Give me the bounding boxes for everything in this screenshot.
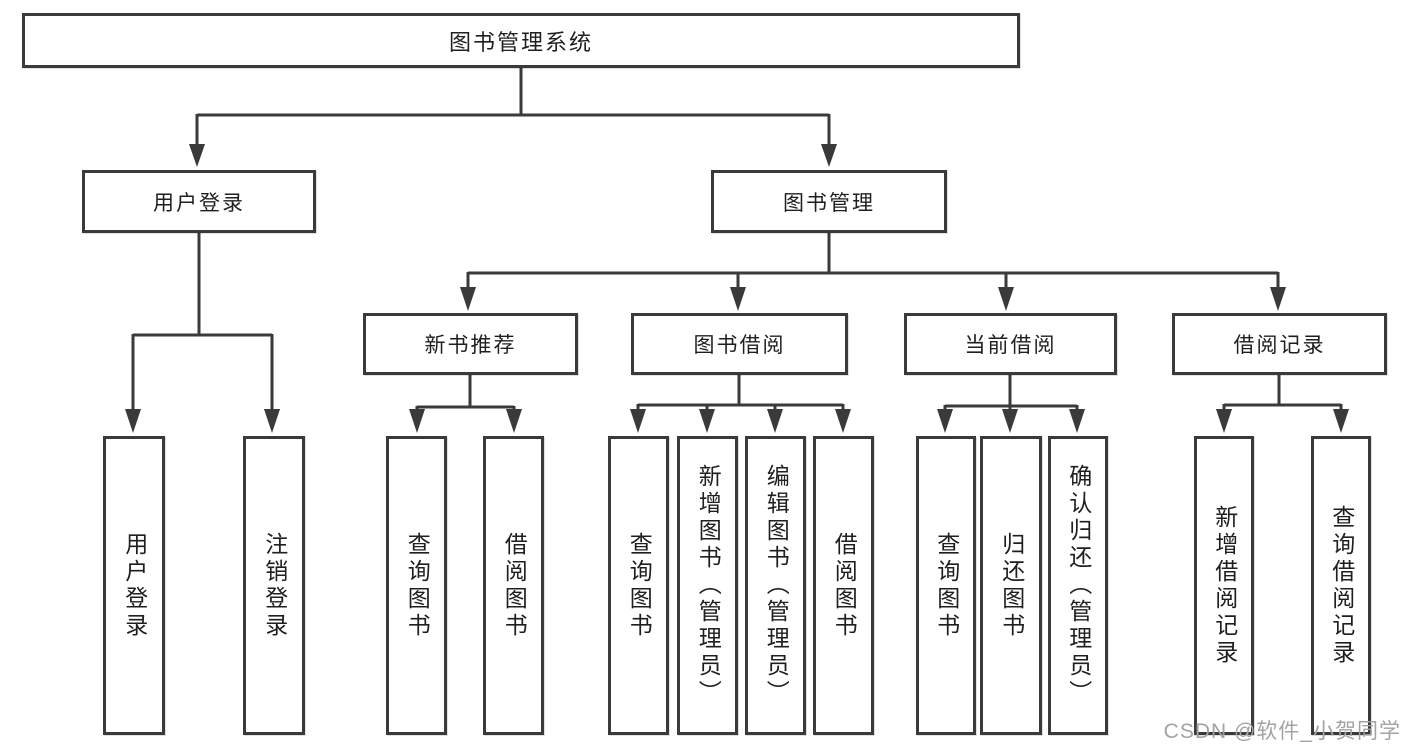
connector-new-book-recommend-children [409,375,522,433]
leaf-query-books-current: 查询图书 [916,436,976,735]
csdn-watermark: CSDN @软件_小贺同学 [1163,720,1401,743]
node-user-login-label: 用户登录 [153,191,245,215]
leaf-return-book-label: 归还图书 [998,531,1025,640]
leaf-add-borrow-record-label: 新增借阅记录 [1211,504,1238,667]
node-borrow-records-label: 借阅记录 [1233,334,1326,357]
node-book-borrow-label: 图书借阅 [693,334,786,357]
leaf-query-books-borrow: 查询图书 [608,436,669,735]
node-user-login: 用户登录 [82,170,316,233]
leaf-query-borrow-record: 查询借阅记录 [1311,436,1371,735]
leaf-query-books-borrow-label: 查询图书 [626,531,653,640]
node-book-borrow: 图书借阅 [631,313,848,375]
connector-book-management-children [460,233,1286,311]
leaf-query-books-recommend: 查询图书 [386,436,447,735]
leaf-query-books-recommend-label: 查询图书 [404,531,431,640]
leaf-borrow-books-borrow: 借阅图书 [813,436,874,735]
leaf-add-book-admin: 新增图书（管理员） [677,436,738,735]
leaf-confirm-return-admin: 确认归还（管理员） [1048,436,1108,735]
node-current-borrow: 当前借阅 [904,313,1117,375]
connector-book-borrow-children [630,375,851,433]
node-root-label: 图书管理系统 [448,29,593,55]
node-root: 图书管理系统 [22,13,1020,68]
node-borrow-records: 借阅记录 [1172,313,1387,375]
node-new-book-recommend-label: 新书推荐 [424,334,517,357]
leaf-query-books-current-label: 查询图书 [933,531,960,640]
leaf-add-book-admin-label: 新增图书（管理员） [695,464,722,707]
connector-user-login-children [125,233,280,433]
node-book-management: 图书管理 [711,170,947,233]
leaf-borrow-books-recommend-label: 借阅图书 [501,531,528,640]
node-new-book-recommend: 新书推荐 [363,313,578,375]
leaf-logout-login-label: 注销登录 [261,531,288,640]
leaf-return-book: 归还图书 [980,436,1042,735]
connector-borrow-records-children [1216,375,1349,433]
leaf-borrow-books-recommend: 借阅图书 [483,436,544,735]
connector-root-to-level2 [189,68,837,167]
connector-current-borrow-children [937,375,1085,433]
leaf-confirm-return-admin-label: 确认归还（管理员） [1065,464,1092,707]
leaf-edit-book-admin: 编辑图书（管理员） [745,436,806,735]
leaf-user-login: 用户登录 [103,436,165,735]
node-current-borrow-label: 当前借阅 [964,334,1057,357]
leaf-user-login-label: 用户登录 [121,531,148,640]
leaf-logout-login: 注销登录 [243,436,305,735]
leaf-borrow-books-borrow-label: 借阅图书 [831,531,858,640]
node-book-management-label: 图书管理 [783,191,875,215]
leaf-edit-book-admin-label: 编辑图书（管理员） [763,464,790,707]
leaf-query-borrow-record-label: 查询借阅记录 [1328,504,1355,667]
leaf-add-borrow-record: 新增借阅记录 [1194,436,1254,735]
